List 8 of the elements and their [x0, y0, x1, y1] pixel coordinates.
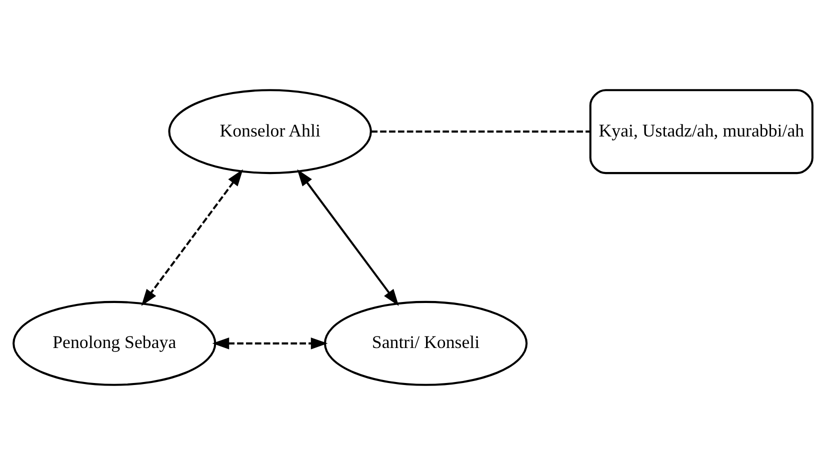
arrow: [297, 169, 399, 306]
node-ellipse: Santri/ Konseli: [324, 300, 528, 386]
arrow: [212, 338, 328, 350]
node-ellipse: Konselor Ahli: [168, 89, 372, 174]
node-ellipse: Penolong Sebaya: [12, 300, 216, 386]
connector: [371, 130, 590, 133]
node-box: Kyai, Ustadz/ah, murabbi/ah: [589, 89, 814, 174]
arrow: [141, 169, 243, 306]
